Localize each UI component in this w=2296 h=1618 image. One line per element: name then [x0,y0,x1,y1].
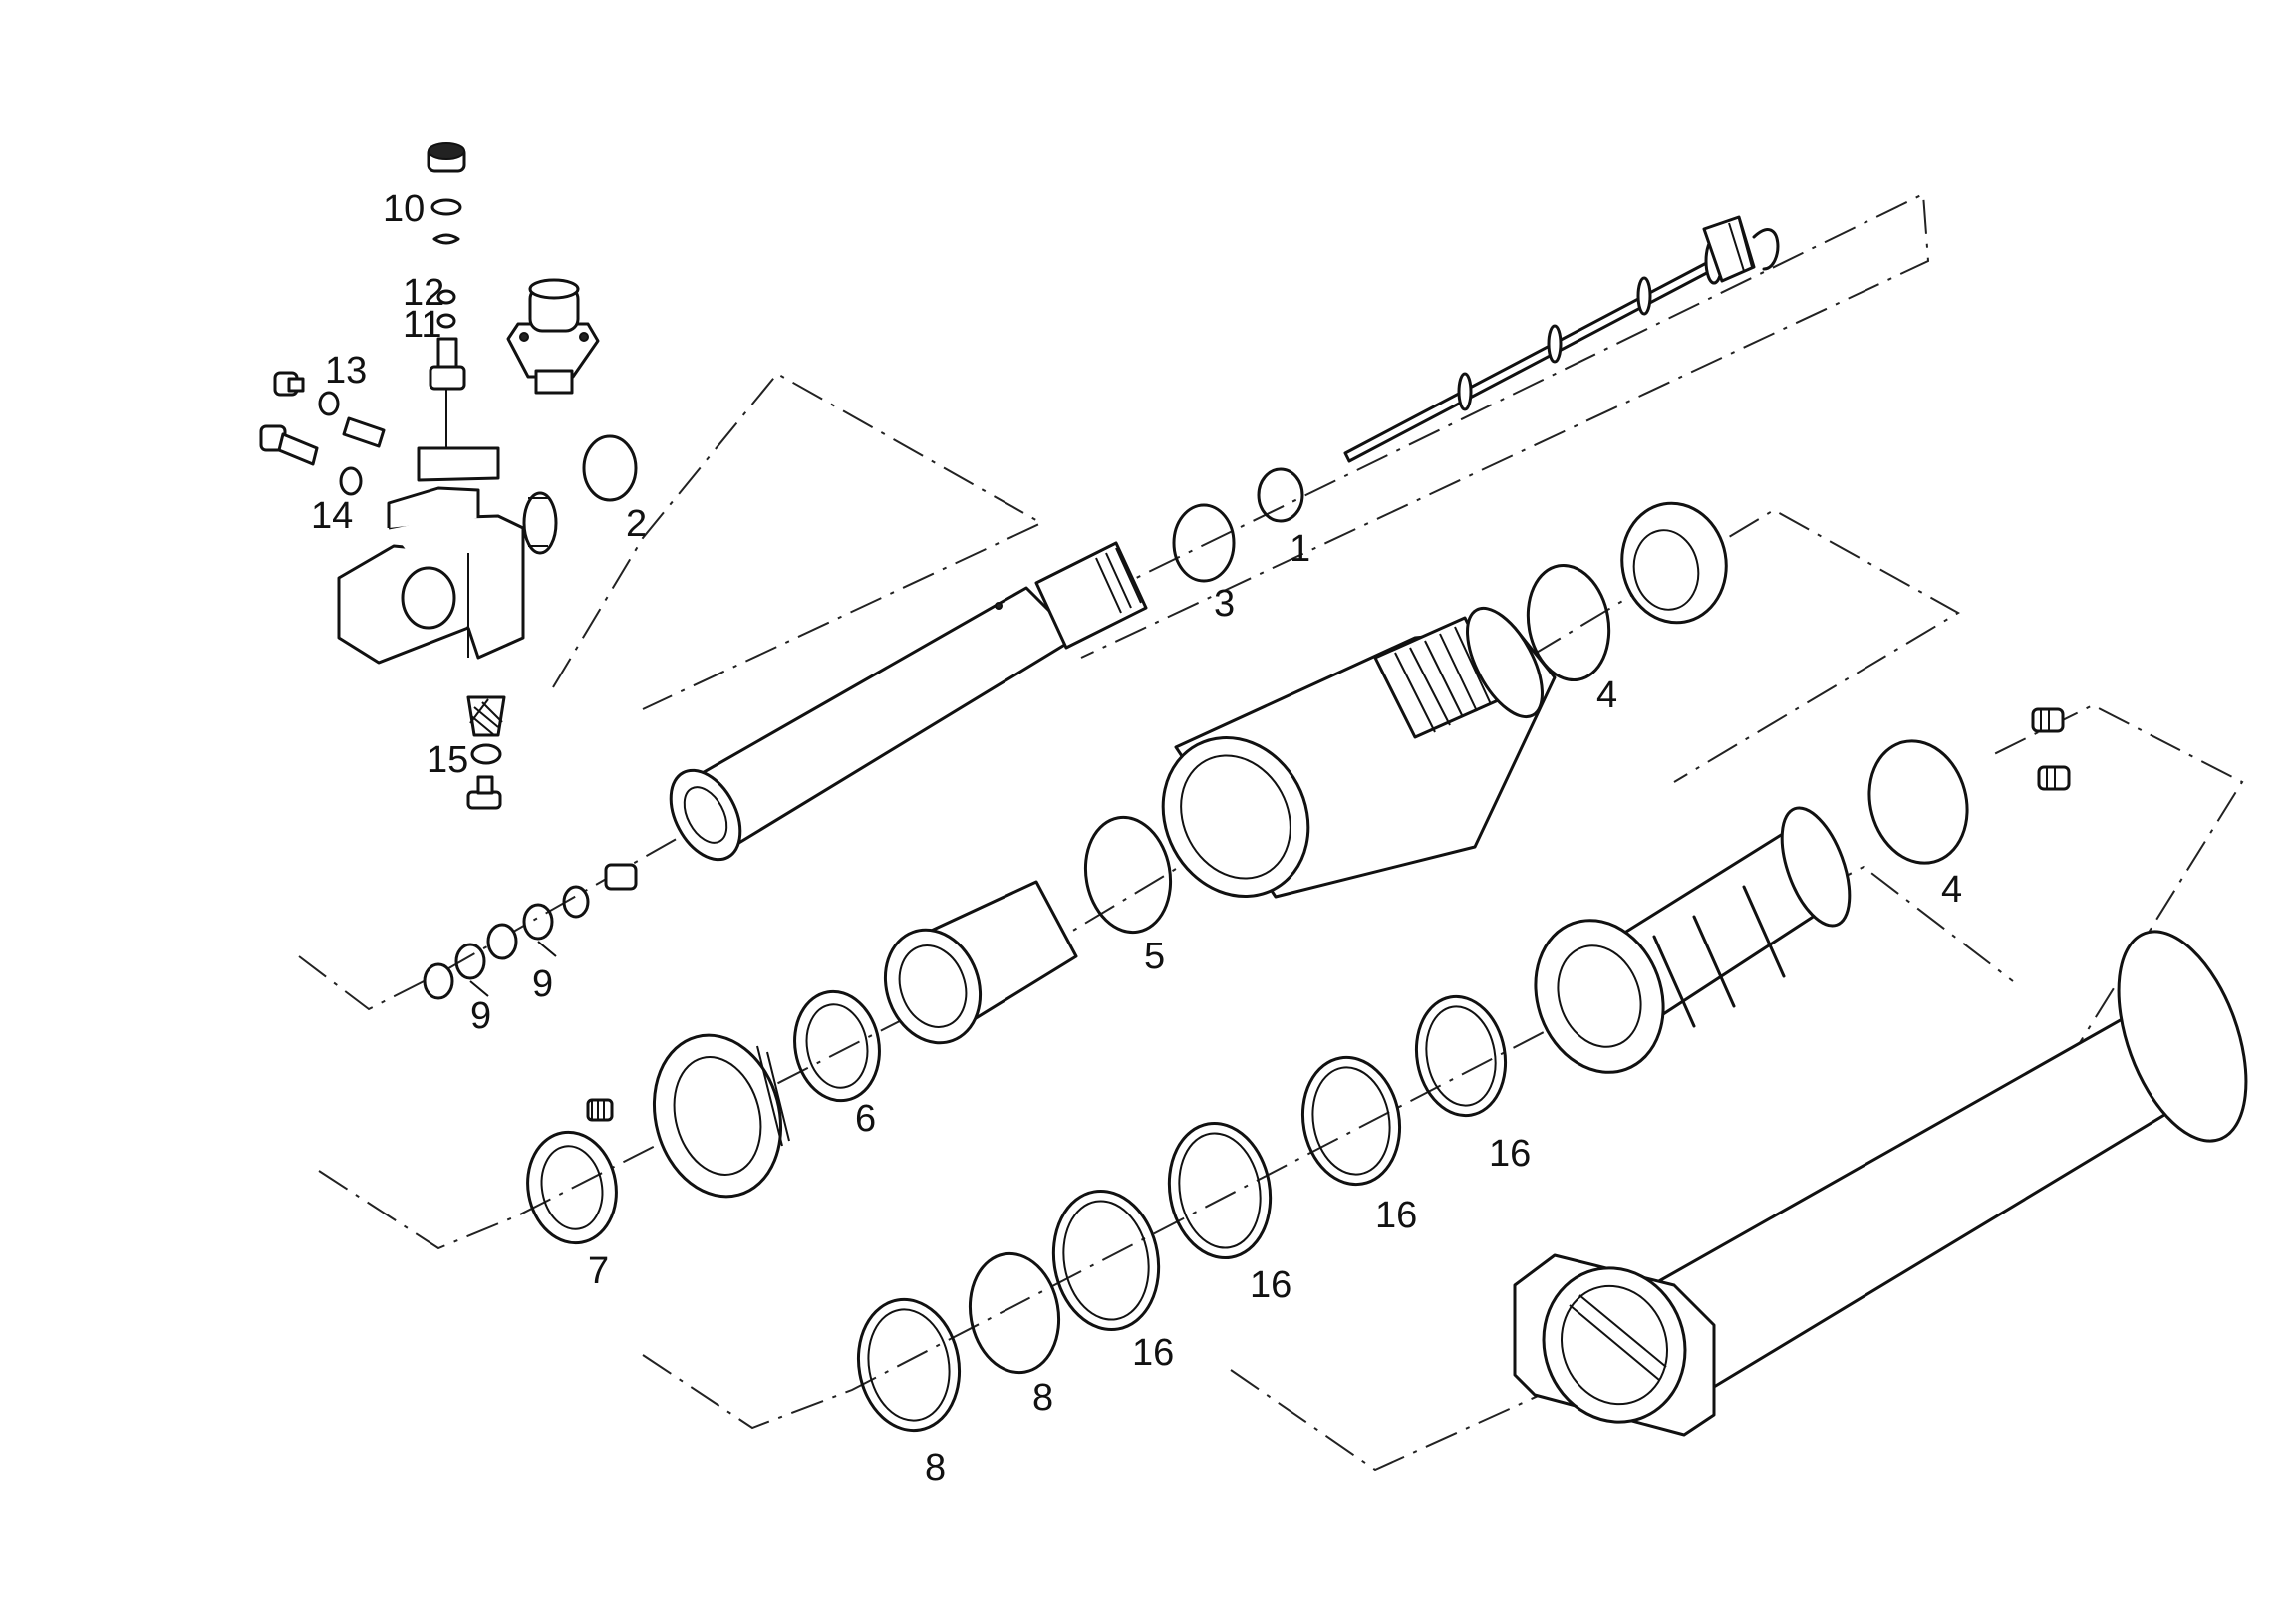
threaded-cylinder [1161,606,1557,899]
piston-assembly [1534,806,1852,1074]
seal-rings-3-and-1 [1172,467,1304,583]
seal-ring-4-upper [1526,563,1611,682]
callout-5: 5 [1144,936,1165,977]
guide-rod [1343,215,1780,463]
callout-6: 6 [855,1098,876,1140]
set-screws [2031,707,2071,791]
piston-rod-tube [669,541,1148,862]
piston-seal-rings-8 [856,1251,1061,1433]
callout-7: 7 [588,1250,609,1292]
seal-ring-5 [1083,815,1173,935]
callout-14: 14 [311,495,353,537]
threaded-nut-ring [586,1033,790,1199]
callout-12: 12 [403,272,444,314]
valve-cap-and-spring-stack [427,142,466,448]
callout-9-left: 9 [470,995,491,1037]
callout-11: 11 [403,304,441,346]
bushing-sleeve [883,880,1078,1045]
seal-ring-2 [582,434,638,502]
callout-1: 1 [1290,528,1310,570]
small-seal-rings-9 [423,863,638,1000]
callout-8-lower: 8 [925,1447,946,1488]
callout-9-right: 9 [532,963,553,1005]
callout-4-lower: 4 [1941,869,1962,911]
callout-4-upper: 4 [1596,674,1617,716]
seal-ring-7 [526,1130,618,1245]
callout-labels: 1 2 3 4 4 5 6 7 8 8 9 9 10 11 12 13 14 1… [311,188,1962,1488]
valve-block-housing [337,446,558,665]
callout-3: 3 [1214,583,1235,625]
seal-ring-6 [793,989,881,1103]
callout-15: 15 [427,739,468,781]
piston-seal-rings-16 [1051,994,1508,1332]
valve-side-bolts [259,371,386,496]
callout-13: 13 [325,350,367,392]
callout-2: 2 [626,503,647,545]
callout-16-d: 16 [1132,1332,1174,1374]
callout-16-b: 16 [1375,1195,1417,1236]
gland-ring [1620,501,1728,625]
seal-ring-4-lower [1867,739,1969,865]
callout-16-c: 16 [1250,1264,1292,1306]
pressure-switch [506,278,600,395]
callout-16-a: 16 [1489,1133,1531,1175]
callout-10: 10 [383,188,425,230]
valve-strainer-and-plug [466,695,506,810]
callout-8-upper: 8 [1032,1377,1053,1419]
cylinder-barrel [1513,930,2248,1437]
